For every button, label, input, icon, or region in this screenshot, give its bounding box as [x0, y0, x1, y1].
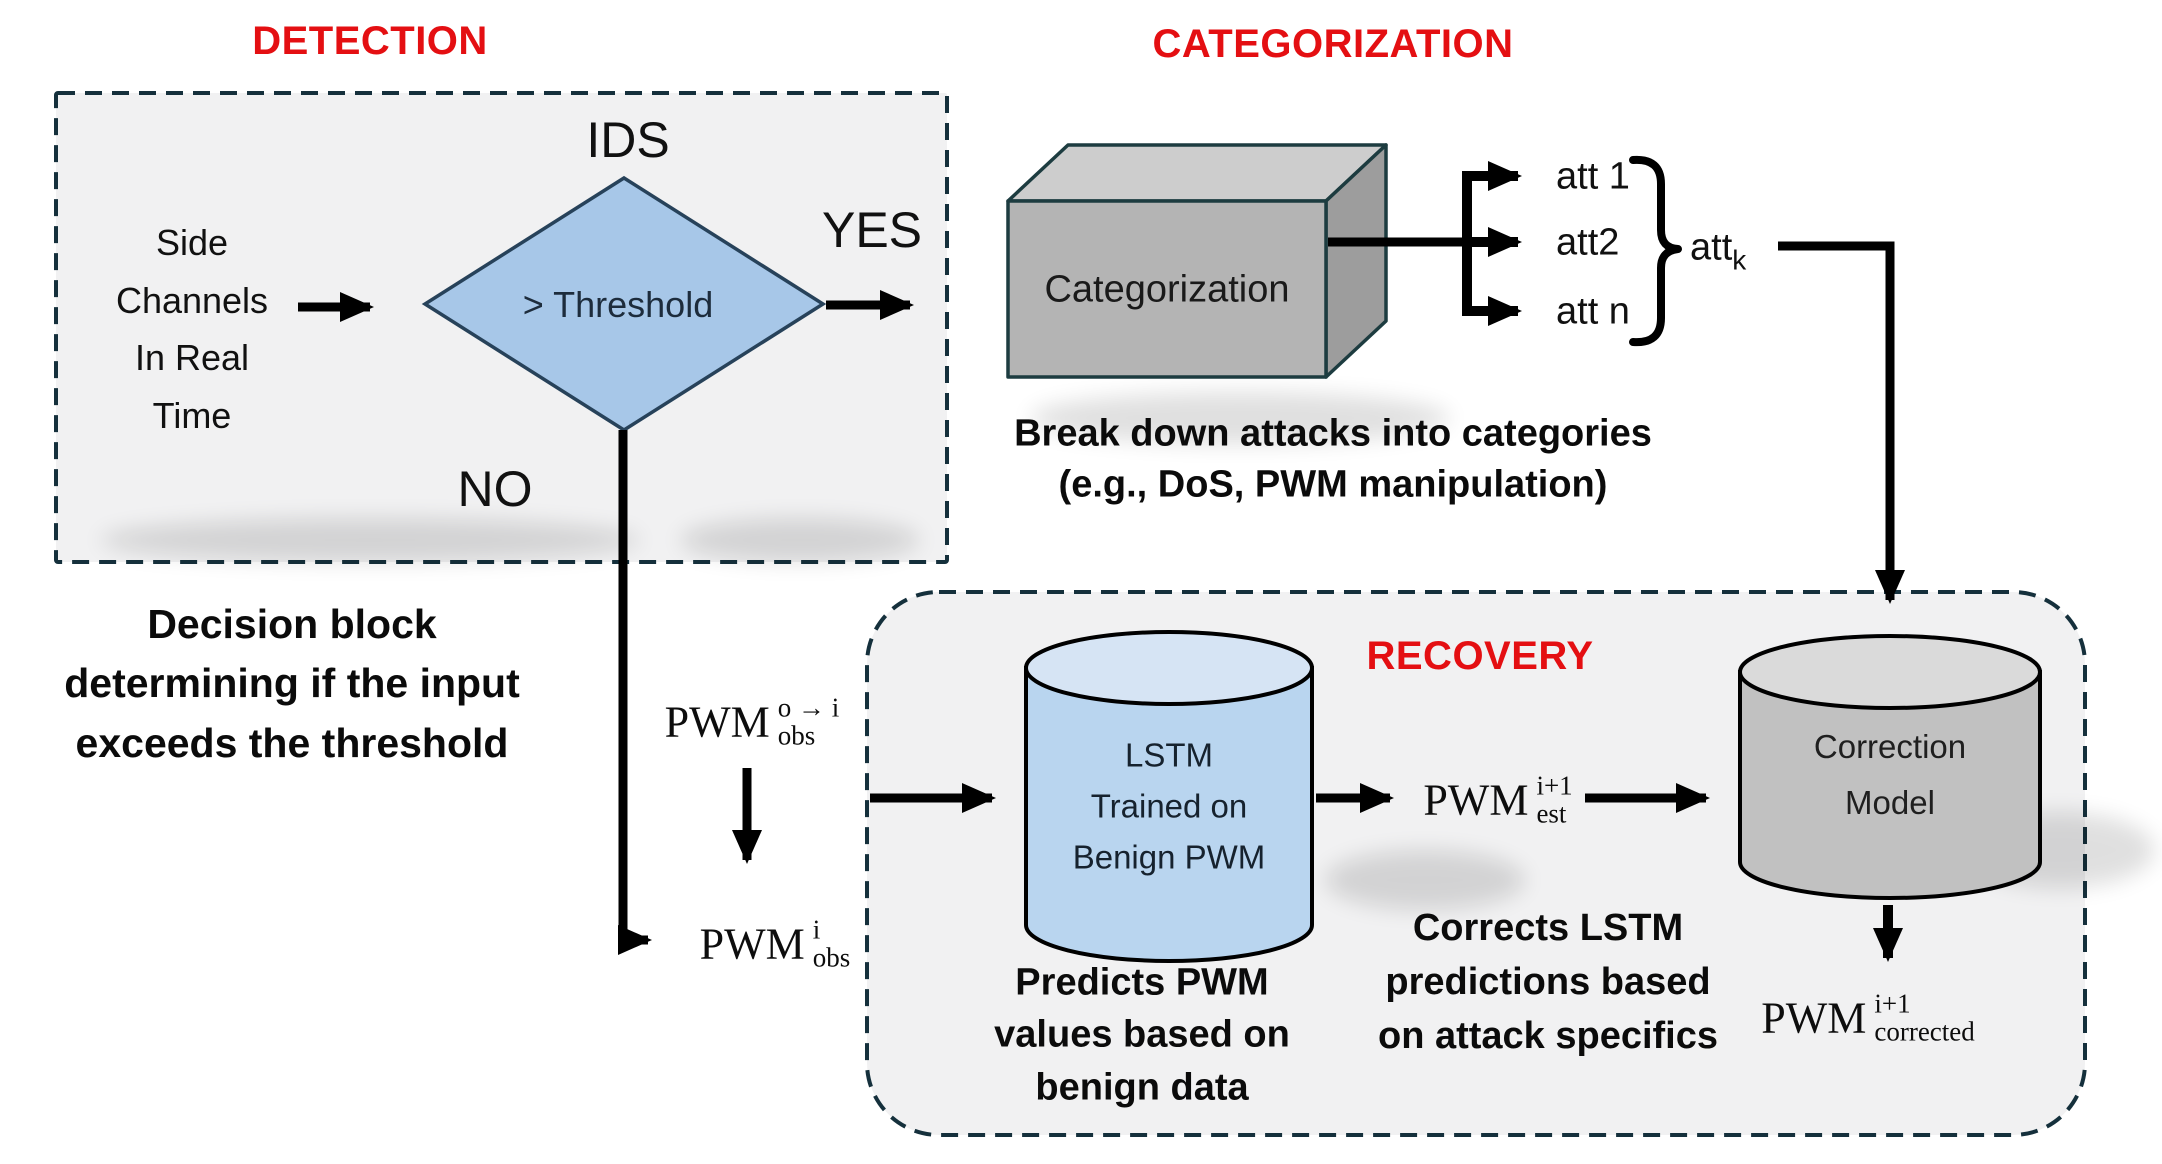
pwm-superscript: i+1 [1874, 988, 1911, 1019]
no-arrow [618, 430, 652, 955]
att2-label: att2 [1556, 221, 1620, 264]
pwm-superscript: o → i [777, 692, 840, 723]
pwm-subscript: obs [777, 721, 816, 751]
lstm-label: LSTM Trained on Benign PWM [1072, 736, 1266, 876]
attk-subscript: k [1732, 244, 1747, 276]
categorization-title: CATEGORIZATION [1152, 22, 1514, 66]
detection-title: DETECTION [252, 19, 488, 63]
attk-to-correction-arrow [1778, 241, 1905, 604]
pwm-scripts: o → i obs [777, 692, 840, 751]
pwm-superscript: i [812, 914, 821, 945]
categorization-box-top [1006, 143, 1388, 203]
pwm-scripts: i obs [812, 914, 851, 973]
categorization-box [1006, 199, 1328, 379]
threshold-label: > Threshold [522, 283, 714, 325]
detection-caption: Decision block determining if the input … [64, 600, 520, 766]
pwm-base: PWM [1761, 993, 1867, 1043]
pwm-scripts: i+1 corrected [1874, 988, 1975, 1047]
lstm-cylinder [1024, 666, 1314, 963]
ids-label: IDS [586, 111, 670, 168]
pwm-est-label: PWM i+1 est [1423, 770, 1573, 829]
pwm-corrected-label: PWM i+1 corrected [1761, 988, 1975, 1047]
correction-caption: Corrects LSTM predictions based on attac… [1377, 907, 1719, 1057]
pwm-subscript: corrected [1874, 1017, 1975, 1047]
pwm-base: PWM [699, 919, 805, 969]
correction-cylinder [1738, 670, 2042, 900]
side-channels-label: Side Channels In Real Time [115, 221, 269, 436]
pwm-scripts: i+1 est [1536, 770, 1573, 829]
yes-label: YES [821, 201, 923, 258]
pwm-superscript: i+1 [1536, 770, 1573, 801]
shadow-blob [1030, 392, 1450, 444]
no-label: NO [457, 460, 533, 517]
recovery-title: RECOVERY [1366, 634, 1594, 678]
correction-cylinder-top [1738, 634, 2042, 710]
categorization-caption: Break down attacks into categories (e.g.… [1014, 412, 1652, 506]
attk-base: att [1690, 226, 1733, 269]
correction-model-label: Correction Model [1813, 727, 1967, 821]
pwm-base: PWM [1423, 775, 1529, 825]
pwm-subscript: est [1536, 799, 1567, 829]
pwm-base: PWM [664, 697, 770, 747]
attn-label: att n [1556, 290, 1630, 333]
shadow-blob [680, 518, 920, 562]
pwm-obs-i-label: PWM i obs [699, 914, 851, 973]
lstm-caption: Predicts PWM values based on benign data [994, 961, 1290, 1109]
categorization-box-label: Categorization [1044, 268, 1290, 311]
pwm-subscript: obs [812, 943, 851, 973]
pwm-obs-io-label: PWM o → i obs [664, 692, 840, 751]
att1-label: att 1 [1556, 155, 1630, 198]
lstm-cylinder-top [1024, 630, 1314, 706]
attack-group-bracket [1629, 155, 1682, 347]
shadow-blob [1325, 850, 1525, 910]
shadow-blob [100, 518, 640, 562]
attk-label: attk [1690, 226, 1746, 276]
